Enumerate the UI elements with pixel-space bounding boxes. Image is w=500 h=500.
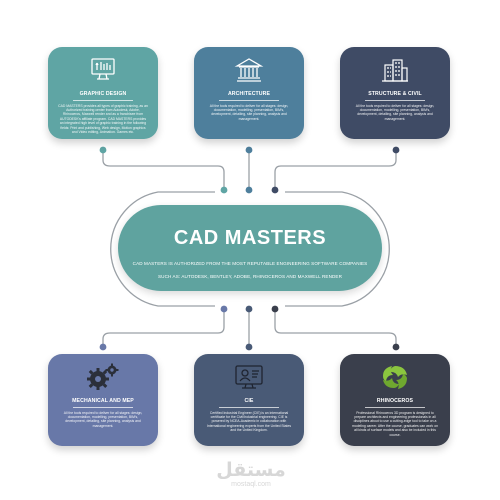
gears-icon — [54, 362, 152, 392]
hub-authorization-line: CAD MASTERS IS AUTHORIZED FROM THE MOST … — [132, 261, 368, 266]
divider — [73, 100, 133, 101]
divider — [365, 100, 425, 101]
divider — [219, 100, 279, 101]
divider — [219, 407, 279, 408]
card-title: ARCHITECTURE — [227, 91, 271, 97]
graphic-design-card: GRAPHIC DESIGN CAD MASTERS provides all … — [48, 47, 158, 139]
card-description: CAD MASTERS provides all types of graphi… — [58, 103, 148, 135]
card-description: All the tools required to deliver for al… — [209, 103, 289, 121]
divider — [73, 407, 133, 408]
mostaql-watermark: مستقل mostaql.com — [212, 460, 290, 489]
cie-card: CIE Certified Industrial Engineer (CIE) … — [194, 354, 304, 446]
hub-partners-line: SUCH AS: AUTODESK, BENTLEY, ADOBE, RHINO… — [158, 274, 342, 279]
structure-civil-card: STRUCTURE & CIVIL All the tools required… — [340, 47, 450, 139]
card-description: Certified Industrial Engineer (CIE) is a… — [206, 410, 292, 433]
city-buildings-icon — [346, 55, 444, 85]
card-title: GRAPHIC DESIGN — [79, 91, 127, 97]
hub-title: CAD MASTERS — [173, 227, 327, 249]
card-description: All the tools required to deliver for al… — [63, 410, 143, 428]
card-title: CIE — [244, 398, 254, 404]
architecture-card: ARCHITECTURE All the tools required to d… — [194, 47, 304, 139]
engineer-screen-icon — [200, 362, 298, 392]
card-description: All the tools required to deliver for al… — [355, 103, 435, 121]
rhinoceros-card: RHINOCEROS Professional Rhinoceros 3D pr… — [340, 354, 450, 446]
card-title: MECHANICAL AND MEP — [72, 398, 134, 404]
card-description: Professional Rhinoceros 3D program is de… — [352, 410, 438, 437]
building-columns-icon — [200, 55, 298, 85]
cad-masters-hub: CAD MASTERS CAD MASTERS IS AUTHORIZED FR… — [118, 205, 382, 291]
mechanical-mep-card: MECHANICAL AND MEP All the tools require… — [48, 354, 158, 446]
card-title: STRUCTURE & CIVIL — [368, 91, 422, 97]
divider — [365, 407, 425, 408]
card-title: RHINOCEROS — [376, 398, 414, 404]
watermark-latin: mostaql.com — [231, 481, 271, 488]
monitor-pen-icon — [54, 55, 152, 85]
rhino-logo-icon — [346, 362, 444, 392]
watermark-arabic: مستقل — [216, 459, 286, 481]
